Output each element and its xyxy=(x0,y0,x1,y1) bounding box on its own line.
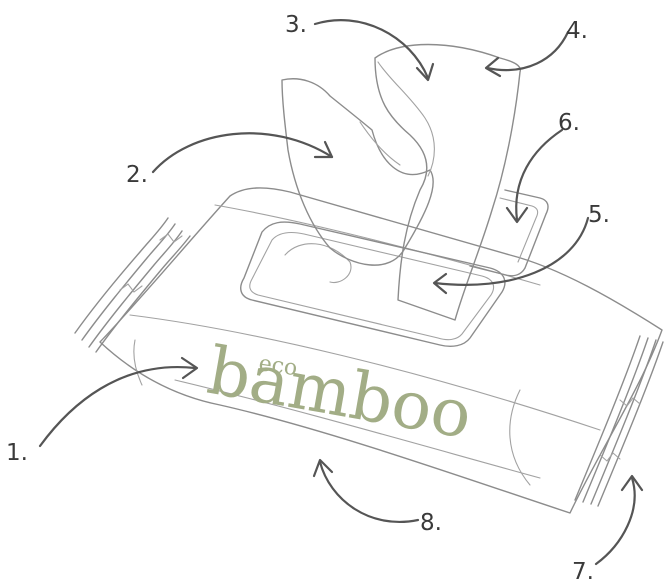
callout-label-6: 6. xyxy=(558,110,580,136)
brand-logo: eco bamboo xyxy=(202,332,477,454)
callout-label-3: 3. xyxy=(285,12,307,38)
brand-name: bamboo xyxy=(202,332,477,454)
callout-label-4: 4. xyxy=(566,18,588,44)
package-outline xyxy=(100,188,662,513)
arrow-3 xyxy=(315,20,433,80)
arrow-6 xyxy=(507,130,562,222)
arrow-7 xyxy=(596,476,642,564)
wipe-top-fold xyxy=(375,45,520,321)
callout-label-1: 1. xyxy=(6,440,28,466)
arrow-8 xyxy=(314,460,418,522)
callout-label-7: 7. xyxy=(572,559,594,583)
arrow-1 xyxy=(40,358,197,446)
callout-arrows xyxy=(40,20,642,564)
callout-labels: 1. 2. 3. 4. 5. 6. 7. 8. xyxy=(6,12,610,583)
wipes-package xyxy=(75,188,663,513)
callout-label-5: 5. xyxy=(588,202,610,228)
arrow-2 xyxy=(153,133,332,172)
callout-label-8: 8. xyxy=(420,510,442,536)
left-seal xyxy=(75,218,190,352)
wipe xyxy=(282,45,520,321)
arrow-4 xyxy=(486,32,568,76)
callout-label-2: 2. xyxy=(126,162,148,188)
